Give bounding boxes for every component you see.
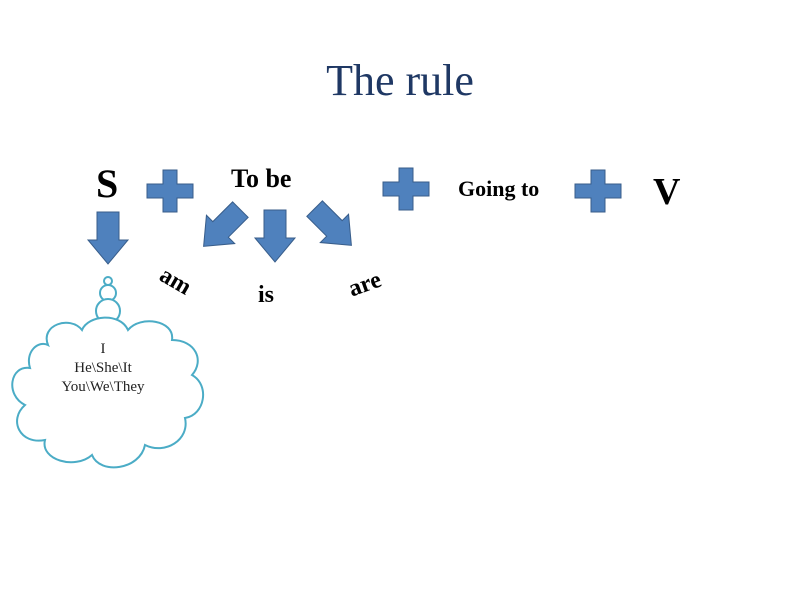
subject-pronouns: I He\She\It You\We\They [28, 340, 178, 397]
thought-cloud [11, 276, 205, 469]
form-is: is [258, 282, 275, 308]
subject-label: S [96, 161, 119, 206]
plus-icon [146, 169, 194, 213]
pronoun-line: I [100, 341, 106, 357]
arrow-down-icon [86, 211, 130, 265]
arrow-down-left-icon [203, 201, 249, 247]
to-be-label: To be [231, 164, 292, 193]
arrow-down-right-icon [306, 200, 352, 246]
verb-label: V [653, 171, 681, 213]
arrow-down-icon [253, 209, 297, 263]
page-title: The rule [326, 56, 474, 105]
going-to-label: Going to [458, 176, 540, 201]
pronoun-line: He\She\It [74, 360, 132, 376]
pronoun-line: You\We\They [61, 379, 145, 395]
plus-icon [382, 167, 430, 211]
plus-icon [574, 169, 622, 213]
